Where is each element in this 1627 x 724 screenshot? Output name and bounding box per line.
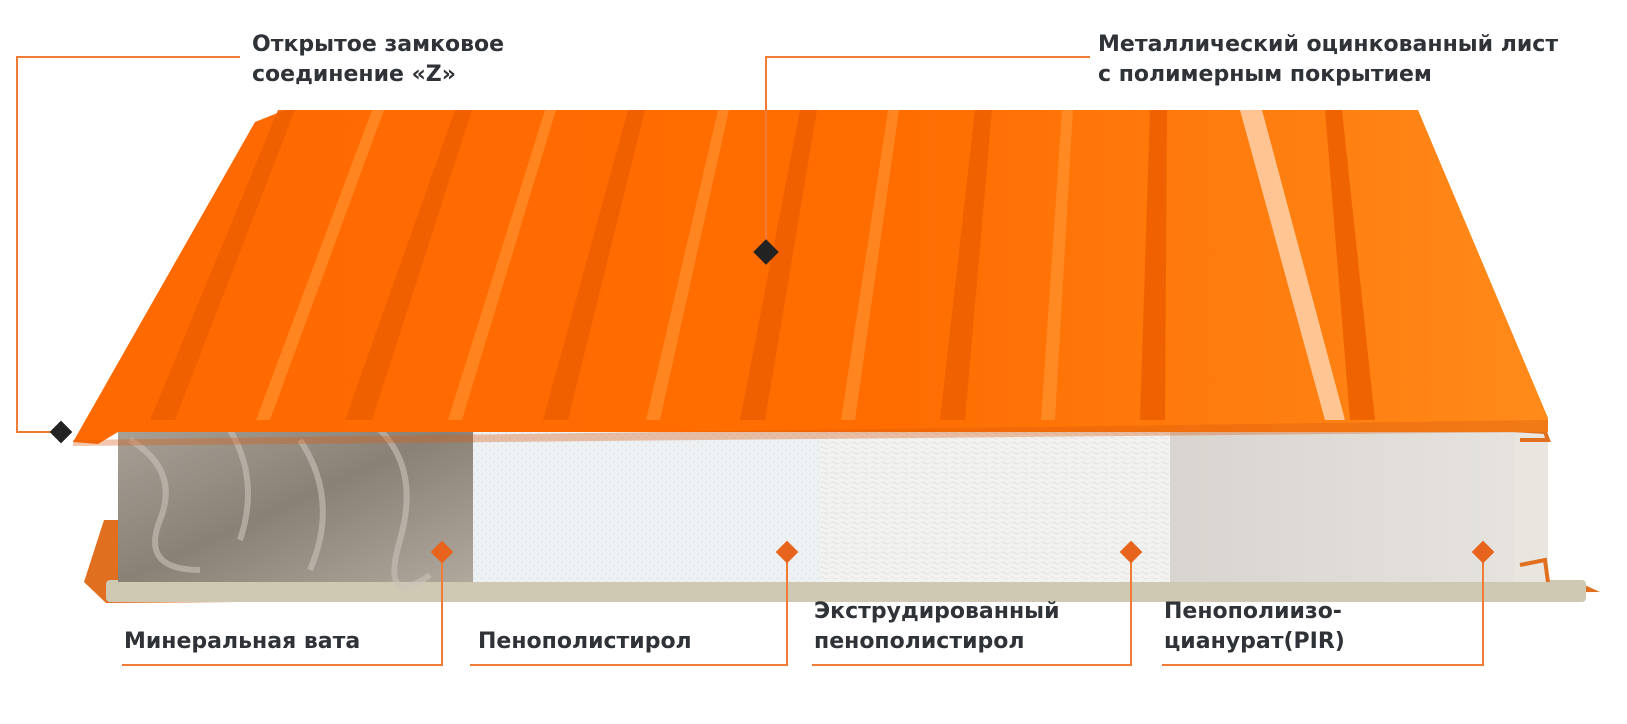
callout-lines [16,56,1484,666]
mineral-wool-core [118,420,473,582]
diamond-marker-icon [430,540,454,564]
label-xps: Экструдированный пенополистирол [814,599,1060,654]
label-eps: Пенополистирол [478,629,692,654]
callout-markers [49,239,1495,564]
top-sheet-highlights [256,110,1073,420]
label-metal-sheet: Металлический оцинкованный лист с полиме… [1098,32,1559,87]
mineral-wool-fibers [128,427,432,590]
diamond-marker-icon [1119,540,1143,564]
diamond-marker-icon [775,540,799,564]
top-sheet-ribs [150,110,1375,420]
callout-line-sheet [765,56,1090,252]
label-pir: Пенополиизо- цианурат(PIR) [1164,599,1345,654]
bottom-sheet-edge [106,580,1586,602]
pir-core [1170,420,1515,582]
callout-line-eps [470,552,788,666]
diamond-marker-icon [1471,540,1495,564]
eps-core [473,420,820,582]
xps-core [820,420,1170,582]
callout-line-lock [16,56,240,433]
right-lock-profile [1515,420,1548,582]
label-lock-connection: Открытое замковое соединение «Z» [252,32,505,87]
top-sheet-front-edge [73,420,1548,446]
diamond-marker-icon [49,420,73,444]
callout-line-pir [1162,552,1484,666]
callout-line-xps [812,552,1132,666]
diamond-marker-icon [753,239,779,265]
callout-line-mineral-wool [122,552,443,666]
top-sheet-glare [1240,110,1345,420]
label-mineral-wool: Минеральная вата [124,629,361,654]
